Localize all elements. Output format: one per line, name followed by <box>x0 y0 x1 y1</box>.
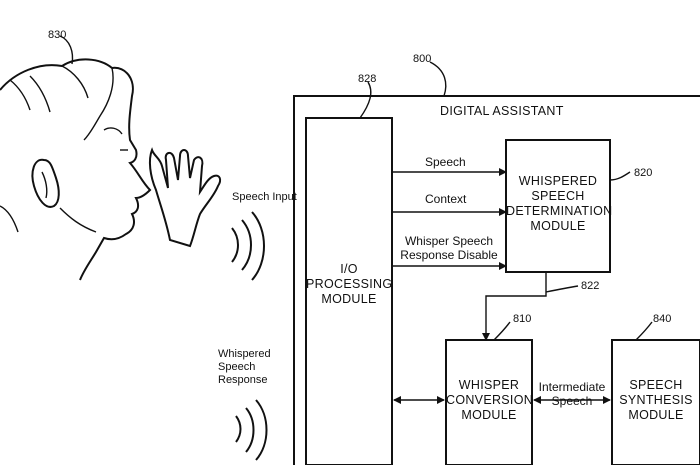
synthesis-line-1: SPEECH <box>629 378 683 392</box>
conversion-module-label: WHISPER CONVERSION MODULE <box>446 378 534 423</box>
assistant-boundary <box>293 95 700 465</box>
ref-810-leader <box>493 321 511 341</box>
ref-830: 830 <box>48 29 67 41</box>
whisper-disable-line-2: Response Disable <box>400 248 498 262</box>
io-module-label: I/O PROCESSING MODULE <box>306 262 392 307</box>
assistant-title: DIGITAL ASSISTANT <box>440 104 564 118</box>
determination-line-1: WHISPERED <box>518 174 598 188</box>
ref-822: 822 <box>581 280 600 292</box>
ref-822-leader <box>545 285 579 293</box>
determination-module-label: WHISPERED SPEECH DETERMINATION MODULE <box>506 174 613 234</box>
intermediate-speech-label: Intermediate Speech <box>534 380 610 408</box>
whispered-response-line-1: Whispered <box>218 348 271 360</box>
whisper-response-waves <box>235 399 268 461</box>
ref-840-leader <box>635 321 653 341</box>
whisper-disable-line-1: Whisper Speech <box>404 234 494 248</box>
ref-828: 828 <box>358 73 377 85</box>
arrow-822 <box>482 272 547 341</box>
conversion-line-2: CONVERSION <box>446 393 534 407</box>
intermediate-line-2: Speech <box>551 394 593 408</box>
whispered-response-label: Whispered Speech Response <box>218 348 271 387</box>
speech-input-waves <box>231 211 265 281</box>
io-module-line-2: PROCESSING <box>306 277 393 291</box>
ref-840: 840 <box>653 313 672 325</box>
whisper-disable-label: Whisper Speech Response Disable <box>396 234 502 262</box>
determination-line-4: MODULE <box>530 219 586 233</box>
determination-module-box <box>505 139 611 273</box>
determination-line-3: DETERMINATION <box>506 204 613 218</box>
io-module-line-3: MODULE <box>321 292 377 306</box>
io-module-line-1: I/O <box>340 262 358 276</box>
ref-828-leader <box>359 81 372 119</box>
whispered-response-line-2: Speech <box>218 361 256 373</box>
hand-illustration <box>148 147 222 248</box>
ref-820-leader <box>609 171 631 181</box>
synthesis-module-label: SPEECH SYNTHESIS MODULE <box>612 378 700 423</box>
synthesis-module-box <box>611 339 700 465</box>
conversion-line-1: WHISPER <box>458 378 520 392</box>
ref-810: 810 <box>513 313 532 325</box>
whispered-response-line-3: Response <box>218 374 268 386</box>
person-illustration <box>0 35 152 281</box>
ref-800-leader <box>429 61 447 97</box>
determination-line-2: SPEECH <box>531 189 585 203</box>
synthesis-line-2: SYNTHESIS <box>619 393 693 407</box>
intermediate-line-1: Intermediate <box>538 380 606 394</box>
context-signal-label: Context <box>425 192 467 206</box>
conversion-line-3: MODULE <box>461 408 517 422</box>
ref-800: 800 <box>413 53 432 65</box>
synthesis-line-3: MODULE <box>628 408 684 422</box>
io-module-box <box>305 117 393 465</box>
speech-input-label: Speech Input <box>232 191 297 203</box>
speech-signal-label: Speech <box>425 155 466 169</box>
ref-820: 820 <box>634 167 653 179</box>
